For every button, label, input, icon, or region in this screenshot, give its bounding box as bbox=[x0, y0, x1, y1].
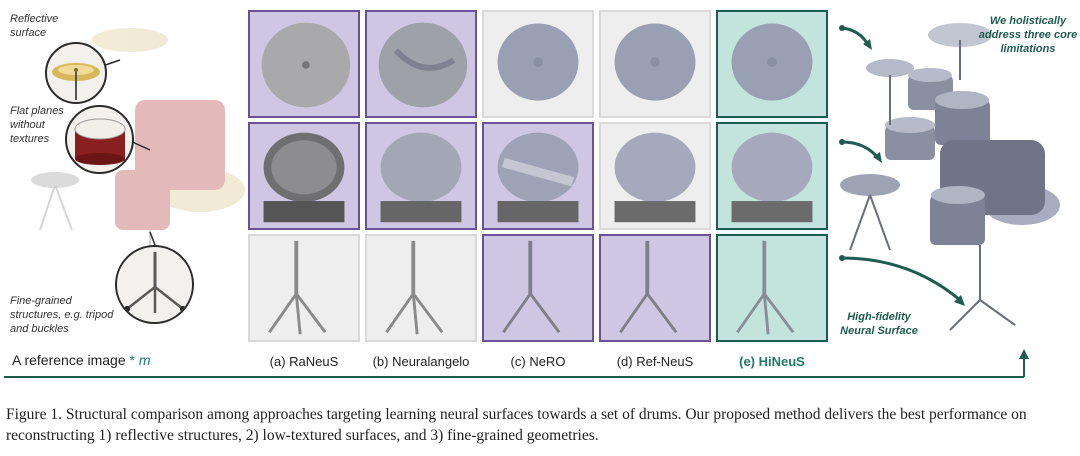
reference-caption-m: m bbox=[138, 352, 151, 368]
reference-image-panel: Reflective surface Flat planes without t… bbox=[0, 0, 245, 345]
method-label-refneus: (d) Ref-NeuS bbox=[616, 354, 694, 369]
drum-render-icon bbox=[614, 132, 696, 223]
grid-cell-ranues-drum bbox=[248, 122, 360, 230]
reflective-cymbal-inset bbox=[45, 42, 107, 104]
tripod-render-icon bbox=[502, 240, 561, 334]
cymbal-render-icon bbox=[497, 23, 579, 101]
method-label-hineus: (e) HiNeuS bbox=[739, 354, 805, 369]
comparison-grid bbox=[248, 10, 828, 342]
drum-render-icon bbox=[731, 132, 813, 223]
drum-render-icon bbox=[380, 132, 462, 223]
label-reflective-surface: Reflective surface bbox=[10, 13, 59, 39]
label-flat-planes: Flat planes without textures bbox=[10, 105, 64, 145]
hineus-reconstruction-illustration bbox=[839, 23, 1060, 331]
drum-render-icon bbox=[263, 132, 345, 223]
tripod-render-icon bbox=[619, 240, 678, 334]
grid-cell-refneus-tripod bbox=[599, 234, 711, 342]
grid-cell-neuralangelo-tripod bbox=[365, 234, 477, 342]
pipeline-arrow bbox=[4, 349, 1029, 378]
reference-image-caption: A reference image * m bbox=[12, 352, 151, 368]
flat-drum-inset bbox=[65, 105, 134, 174]
grid-cell-nero-cymbal bbox=[482, 10, 594, 118]
drum-icon bbox=[74, 118, 126, 165]
cymbal-icon bbox=[52, 63, 100, 100]
grid-cell-neuralangelo-cymbal bbox=[365, 10, 477, 118]
cymbal-render-icon bbox=[731, 23, 813, 101]
grid-cell-hineus-drum bbox=[716, 122, 828, 230]
method-label-nero: (c) NeRO bbox=[510, 354, 566, 369]
grid-cell-refneus-cymbal bbox=[599, 10, 711, 118]
drum-render-icon bbox=[497, 132, 579, 223]
grid-cell-ranues-cymbal bbox=[248, 10, 360, 118]
grid-cell-hineus-tripod bbox=[716, 234, 828, 342]
tripod-inset bbox=[115, 245, 194, 324]
note-high-fidelity: High-fidelity Neural Surface bbox=[840, 311, 918, 337]
figure-caption: Figure 1. Structural comparison among ap… bbox=[6, 406, 1027, 444]
grid-cell-nero-tripod bbox=[482, 234, 594, 342]
tripod-render-icon bbox=[385, 240, 444, 335]
grid-cell-hineus-cymbal bbox=[716, 10, 828, 118]
grid-cell-nero-drum bbox=[482, 122, 594, 230]
reference-caption-star: * bbox=[129, 352, 135, 368]
cymbal-render-icon bbox=[614, 23, 696, 101]
tripod-render-icon bbox=[736, 240, 795, 335]
note-holistic-limitations: We holistically address three core limit… bbox=[978, 15, 1078, 55]
reference-caption-text: A reference image bbox=[12, 352, 126, 368]
arrow-up-icon bbox=[1019, 349, 1029, 359]
tripod-render-icon bbox=[268, 240, 327, 335]
cymbal-render-icon bbox=[378, 22, 468, 108]
cymbal-render-icon bbox=[261, 22, 351, 108]
label-fine-grained: Fine-grained structures, e.g. tripod and… bbox=[10, 295, 114, 335]
grid-cell-refneus-drum bbox=[599, 122, 711, 230]
method-label-neuralangelo: (b) Neuralangelo bbox=[372, 354, 470, 369]
grid-cell-ranues-tripod bbox=[248, 234, 360, 342]
grid-cell-neuralangelo-drum bbox=[365, 122, 477, 230]
method-label-ranues: (a) RaNeuS bbox=[269, 354, 339, 369]
